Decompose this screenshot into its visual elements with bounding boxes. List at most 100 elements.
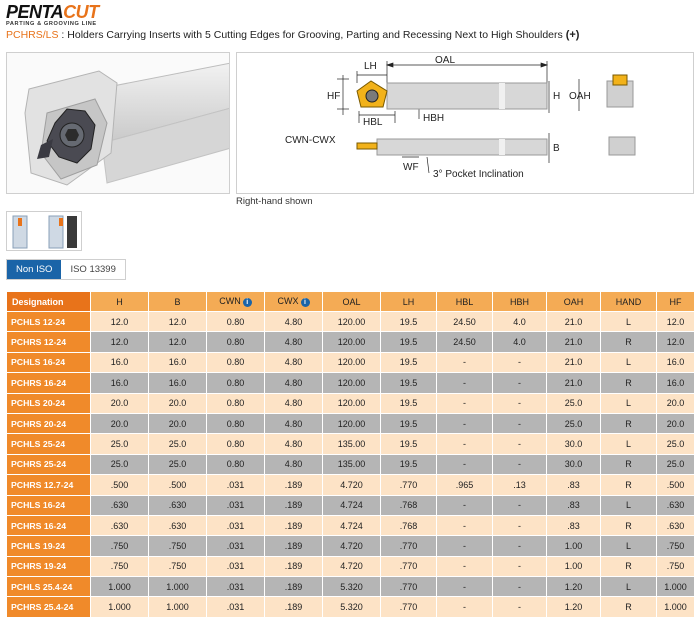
value-cell: .031: [206, 514, 265, 537]
col-header-h: H: [90, 291, 149, 312]
designation-cell[interactable]: PCHLS 19-24: [6, 535, 91, 557]
value-cell: 19.5: [380, 412, 437, 435]
value-cell: 0.80: [206, 310, 265, 333]
value-cell: 19.5: [380, 310, 437, 333]
col-header-hf: HF: [656, 291, 695, 312]
value-cell: -: [492, 392, 547, 414]
value-cell: R: [600, 514, 657, 537]
designation-cell[interactable]: PCHRS 19-24: [6, 555, 91, 578]
designation-cell[interactable]: PCHRS 20-24: [6, 412, 91, 435]
value-cell: L: [600, 433, 657, 455]
value-cell: .630: [90, 494, 149, 516]
label-hf: HF: [327, 91, 340, 102]
value-cell: 5.320: [322, 576, 381, 598]
value-cell: 21.0: [546, 331, 601, 353]
value-cell: 12.0: [656, 331, 695, 353]
value-cell: 0.80: [206, 453, 265, 476]
value-cell: 12.0: [90, 310, 149, 333]
value-cell: 1.20: [546, 576, 601, 598]
value-cell: 1.000: [90, 576, 149, 598]
value-cell: 16.0: [148, 351, 207, 374]
value-cell: 0.80: [206, 412, 265, 435]
product-description: : Holders Carrying Inserts with 5 Cuttin…: [58, 29, 566, 41]
designation-cell[interactable]: PCHRS 16-24: [6, 372, 91, 394]
value-cell: .189: [264, 494, 323, 516]
designation-cell[interactable]: PCHRS 12.7-24: [6, 474, 91, 496]
value-cell: L: [600, 351, 657, 374]
value-cell: 12.0: [656, 310, 695, 333]
value-cell: 19.5: [380, 392, 437, 414]
value-cell: .750: [90, 535, 149, 557]
value-cell: -: [436, 392, 493, 414]
designation-cell[interactable]: PCHRS 12-24: [6, 331, 91, 353]
value-cell: 5.320: [322, 596, 381, 618]
value-cell: .965: [436, 474, 493, 496]
value-cell: 1.00: [546, 535, 601, 557]
designation-cell[interactable]: PCHLS 25-24: [6, 433, 91, 455]
designation-cell[interactable]: PCHRS 25.4-24: [6, 596, 91, 618]
value-cell: 120.00: [322, 331, 381, 353]
value-cell: 25.0: [148, 453, 207, 476]
designation-cell[interactable]: PCHLS 20-24: [6, 392, 91, 414]
product-photo: [6, 52, 230, 194]
designation-cell[interactable]: PCHLS 12-24: [6, 310, 91, 333]
value-cell: 135.00: [322, 453, 381, 476]
value-cell: .630: [148, 494, 207, 516]
value-cell: 0.80: [206, 331, 265, 353]
value-cell: L: [600, 535, 657, 557]
value-cell: -: [492, 372, 547, 394]
value-cell: 21.0: [546, 310, 601, 333]
value-cell: -: [492, 433, 547, 455]
label-h: H: [553, 91, 560, 102]
value-cell: 1.000: [656, 596, 695, 618]
col-header-hand: HAND: [600, 291, 657, 312]
designation-cell[interactable]: PCHLS 16-24: [6, 494, 91, 516]
value-cell: .768: [380, 494, 437, 516]
value-cell: 1.20: [546, 596, 601, 618]
value-cell: 120.00: [322, 351, 381, 374]
value-cell: 20.0: [90, 392, 149, 414]
value-cell: .750: [148, 535, 207, 557]
expand-plus-icon[interactable]: (+): [565, 29, 580, 41]
value-cell: R: [600, 331, 657, 353]
value-cell: 24.50: [436, 331, 493, 353]
value-cell: -: [436, 596, 493, 618]
designation-cell[interactable]: PCHLS 16-24: [6, 351, 91, 374]
value-cell: 0.80: [206, 433, 265, 455]
designation-cell[interactable]: PCHRS 25-24: [6, 453, 91, 476]
designation-cell[interactable]: PCHRS 16-24: [6, 514, 91, 537]
value-cell: 30.0: [546, 453, 601, 476]
dimension-drawing: [337, 61, 636, 174]
value-cell: -: [436, 372, 493, 394]
value-cell: 4.80: [264, 453, 323, 476]
value-cell: -: [436, 514, 493, 537]
value-cell: L: [600, 494, 657, 516]
value-cell: R: [600, 453, 657, 476]
info-icon[interactable]: i: [242, 297, 252, 307]
value-cell: 1.000: [90, 596, 149, 618]
designation-cell[interactable]: PCHLS 25.4-24: [6, 576, 91, 598]
non-iso-button[interactable]: Non ISO: [7, 260, 62, 279]
info-icon[interactable]: i: [300, 297, 310, 307]
value-cell: L: [600, 310, 657, 333]
iso-13399-button[interactable]: ISO 13399: [61, 260, 125, 279]
value-cell: 120.00: [322, 310, 381, 333]
logo-word-part1: PENTA: [6, 2, 64, 22]
value-cell: -: [492, 555, 547, 578]
